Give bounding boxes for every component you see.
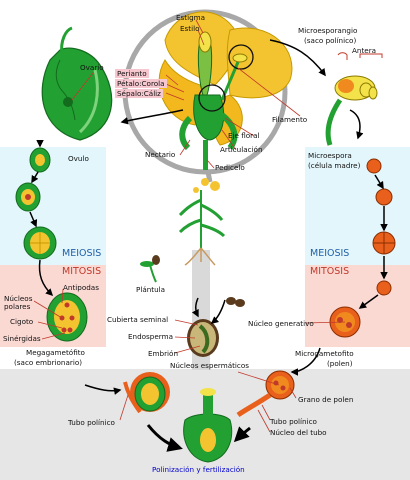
ovule-stage-2 (15, 182, 41, 212)
seedling (140, 255, 160, 283)
label-plantula: Plántula (136, 285, 166, 294)
germinating-pollen (236, 370, 295, 418)
label-cubierta-seminal: Cubierta seminal (107, 315, 169, 324)
label-petalo: Pétalo:Corola (115, 79, 167, 89)
label-nucleos-espermaticos: Núcleos espermáticos (170, 361, 250, 370)
microspore-3 (372, 231, 396, 255)
label-mitosis-left: MITOSIS (62, 266, 102, 277)
label-meiosis-left: MEIOSIS (62, 248, 102, 259)
seeds (226, 297, 245, 307)
label-nectario: Nectario (145, 150, 176, 159)
stamen-anther (232, 53, 248, 63)
megagametophyte (46, 292, 88, 342)
ovule-stage-3 (23, 226, 57, 260)
label-celula-madre: (célula madre) (308, 161, 361, 170)
label-antipodas: Antipodas (63, 283, 99, 292)
label-sinergidas: Sinérgidas (3, 334, 41, 343)
label-microespora: Microespora (308, 151, 352, 160)
label-embrion: Embrión (148, 349, 179, 358)
label-mitosis-right: MITOSIS (310, 266, 350, 277)
label-cigoto: Cigoto (10, 317, 34, 326)
label-ovulo: Ovulo (68, 154, 89, 163)
anther-detail (325, 52, 383, 146)
ovary-fertilization (183, 388, 233, 463)
label-grano-de-polen: Grano de polen (298, 395, 354, 404)
label-estilo: Estilo (180, 24, 200, 33)
mitosis-band-right (305, 265, 410, 347)
label-eje-floral: Eje floral (228, 131, 260, 140)
label-endosperma: Endosperma (128, 332, 174, 341)
ovule-with-tube (123, 372, 170, 414)
magnifier-handle (205, 171, 213, 183)
label-antera: Antera (352, 46, 377, 55)
label-megagametofito: Megagametófito (26, 348, 85, 357)
ovary-large (41, 26, 113, 141)
label-polen: (polen) (327, 359, 353, 368)
ovule-stage-1 (29, 147, 51, 173)
label-nucleo-generativo: Núcleo generativo (248, 319, 314, 328)
label-tubo-polinico-right: Tubo polínico (270, 417, 317, 426)
label-polinizacion: Polinización y fertilización (152, 465, 245, 474)
label-estigma: Estigma (176, 13, 206, 22)
label-ovario: Ovario (80, 63, 104, 72)
cycle-arrows (29, 39, 388, 452)
microspore-1 (366, 158, 382, 174)
label-articulacion: Articulación (220, 145, 263, 154)
microspore-4 (376, 280, 392, 296)
label-tubo-polinico-left: Tubo polínico (68, 418, 115, 427)
label-nucleo-del-tubo: Núcleo del tubo (270, 428, 327, 437)
label-nucleos-polares: Núcleos polares (4, 294, 33, 312)
label-meiosis-right: MEIOSIS (310, 248, 350, 259)
zoom-circle-ovary (198, 84, 226, 112)
label-perianto: Perianto (115, 69, 149, 79)
label-saco-polinico: (saco polínico) (304, 36, 357, 45)
label-pedicelo: Pedicelo (215, 163, 245, 172)
label-saco-embrionario: (saco embrionario) (14, 358, 83, 367)
label-sepalo: Sépalo:Cáliz (115, 89, 163, 99)
zoom-circle-anther (228, 44, 254, 70)
small-plant (178, 178, 226, 266)
label-microsporangio: Microesporangio (298, 26, 358, 35)
label-microgametofito: Microgametofito (295, 349, 354, 358)
leader-lines (33, 19, 346, 433)
microspore-2 (375, 188, 393, 206)
label-filamento: Filamento (272, 115, 308, 124)
